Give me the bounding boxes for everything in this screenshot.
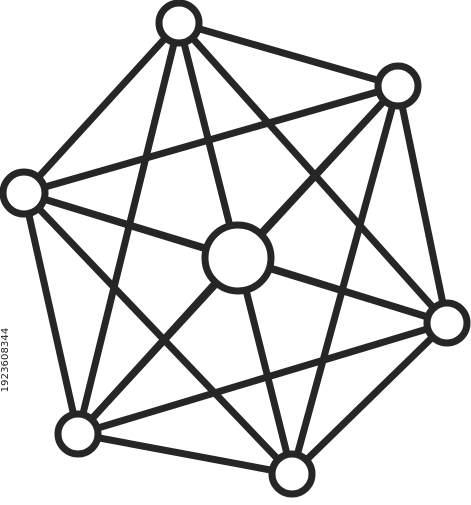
- edge-group: [20, 19, 451, 478]
- edge-upper-right-left: [20, 82, 402, 197]
- edge-center-bottom: [234, 254, 296, 478]
- node-center: [201, 221, 275, 295]
- stock-image-id: 1923608344: [0, 327, 11, 393]
- edge-top-left: [20, 19, 183, 197]
- edge-upper-right-bottom: [288, 82, 402, 478]
- node-top: [155, 0, 203, 47]
- edge-right-lower-left: [74, 319, 451, 438]
- edge-top-upper-right: [175, 19, 402, 90]
- edge-left-lower-left: [20, 189, 82, 438]
- edge-lower-left-bottom: [74, 430, 296, 478]
- node-bottom: [268, 450, 316, 498]
- edge-upper-right-right: [394, 82, 451, 327]
- node-left: [0, 168, 49, 218]
- edge-left-bottom: [20, 189, 296, 478]
- edge-right-bottom: [288, 319, 451, 478]
- node-upper-right: [374, 62, 422, 110]
- node-lower-left: [54, 410, 102, 458]
- node-right: [423, 299, 471, 347]
